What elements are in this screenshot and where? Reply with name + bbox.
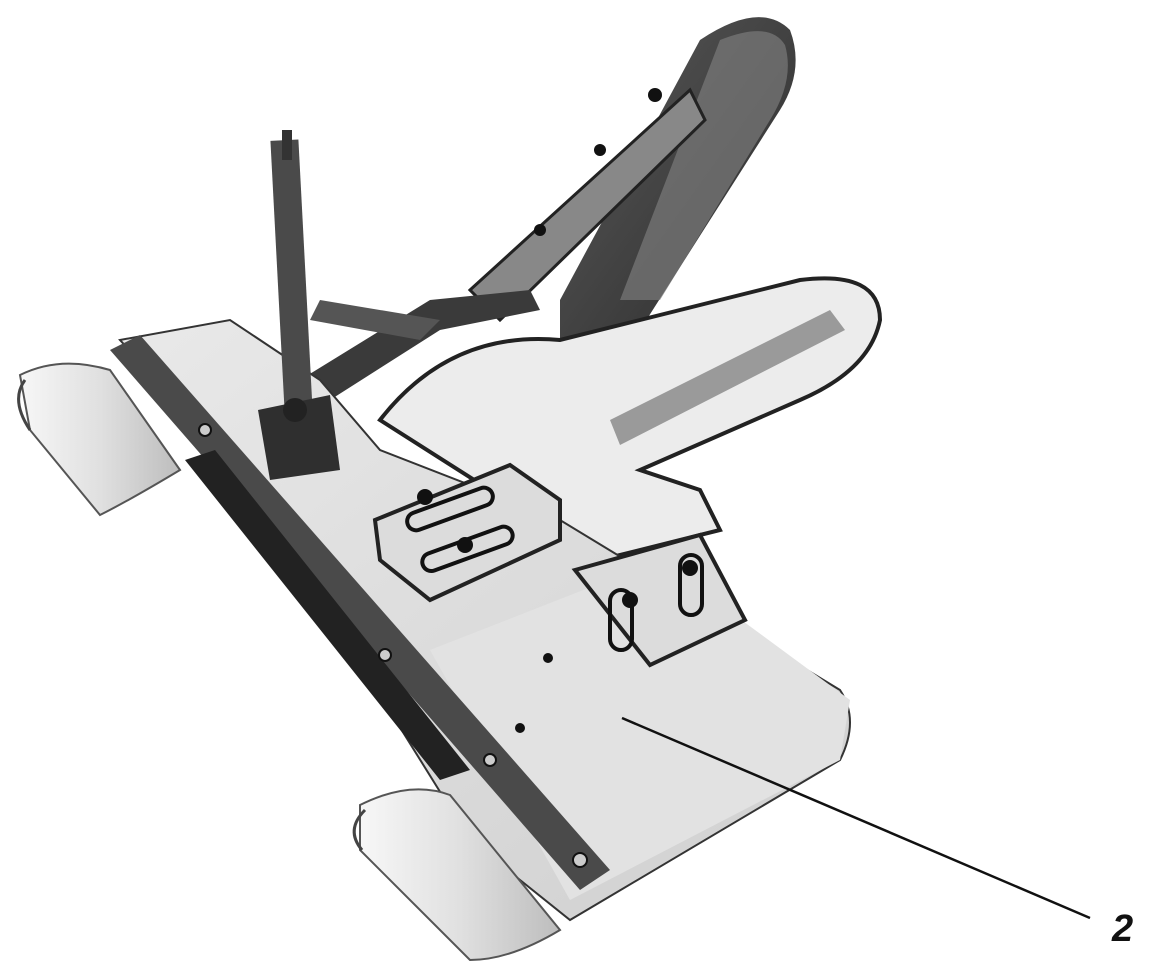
side-rail [110,335,610,890]
vertical-post [258,130,340,480]
callout-leader-line [621,716,1091,920]
adjust-bracket-left [372,462,562,603]
roller-foot-top [17,362,182,517]
adjust-bracket-right [571,532,748,668]
upper-arm [467,17,796,349]
callout-label: 2 [1112,908,1134,950]
roller-foot-bottom [352,788,562,962]
feed-arm [300,290,540,400]
